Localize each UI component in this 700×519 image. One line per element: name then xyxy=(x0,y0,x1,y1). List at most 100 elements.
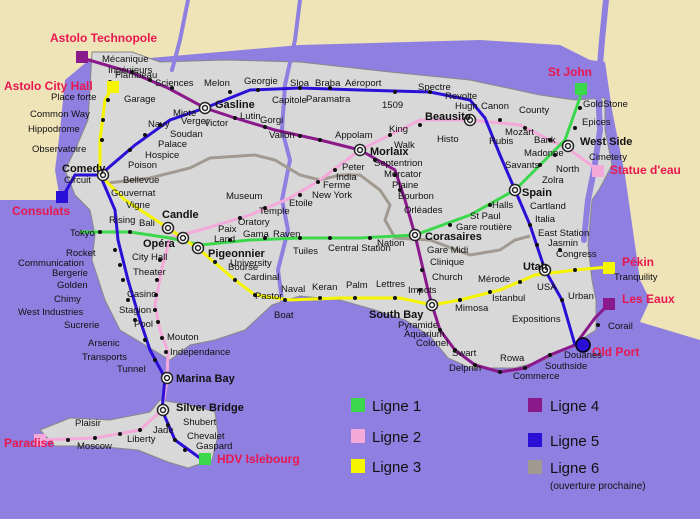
station-label: Ingénieurs xyxy=(108,65,153,76)
station-label: Melon xyxy=(204,78,230,89)
station-label: Tuiles xyxy=(293,246,318,257)
station-corasaires: Corasaires xyxy=(425,231,482,243)
terminus-consulats: Consulats xyxy=(12,204,70,218)
land-beige-north xyxy=(0,0,700,340)
station-label: Swart xyxy=(452,348,477,359)
legend-label-line5: Ligne 5 xyxy=(550,433,599,450)
station-label: Histo xyxy=(437,134,459,145)
station-label: Gorgi xyxy=(260,115,283,126)
station-label: Tranquility xyxy=(614,272,658,283)
legend-label-line3: Ligne 3 xyxy=(372,459,421,476)
station-label: Hippodrome xyxy=(28,124,80,135)
station-label: Sloa xyxy=(290,78,310,89)
interchange-labels: Gasline Morlaix Beausite West Side Comed… xyxy=(62,99,632,414)
old-port-marker xyxy=(575,337,591,353)
station-label: Sucrerie xyxy=(64,320,99,331)
station-label: Ferme xyxy=(323,180,350,191)
station-label: Expositions xyxy=(512,314,561,325)
station-label: Chevalet xyxy=(187,431,225,442)
station-label: New York xyxy=(312,190,352,201)
terminus-marker-pekin xyxy=(603,262,615,274)
station-gasline: Gasline xyxy=(215,99,255,111)
legend-swatch-line2 xyxy=(351,429,365,443)
station-label: Vigne xyxy=(126,200,150,211)
terminus-les-eaux: Les Eaux xyxy=(622,292,675,306)
station-label: Gaspard xyxy=(196,441,232,452)
station-label: Mercator xyxy=(384,169,421,180)
station-label: Place forte xyxy=(51,92,96,103)
station-pigeonnier: Pigeonnier xyxy=(208,248,266,260)
station-label: Bali xyxy=(139,218,155,229)
station-labels: Mécanique Ingénieurs Flambeau Sciences M… xyxy=(18,54,658,452)
station-label: Church xyxy=(432,272,463,283)
legend-swatch-line5 xyxy=(528,433,542,447)
terminus-marker-hdv-islebourg xyxy=(199,453,211,465)
station-label: GoldStone xyxy=(583,99,628,110)
station-label: Madonne xyxy=(524,148,564,159)
legend-swatch-line3 xyxy=(351,459,365,473)
station-label: Aéroport xyxy=(345,78,382,89)
station-label: Pool xyxy=(134,319,153,330)
terminus-labels: Astolo Technopole Astolo City Hall Consu… xyxy=(4,31,681,466)
station-label: Moscow xyxy=(77,441,112,452)
station-label: Cardinal xyxy=(244,272,279,283)
station-label: Canon xyxy=(481,101,509,112)
station-label: University xyxy=(230,258,272,269)
station-label: West Industries xyxy=(18,307,84,318)
line-4 xyxy=(81,56,610,374)
station-label: Lettres xyxy=(376,279,405,290)
station-label: Delpnin xyxy=(449,363,481,374)
river-central xyxy=(275,0,302,302)
station-label: Braba xyxy=(315,78,341,89)
legend-swatch-line1 xyxy=(351,398,365,412)
station-label: Rubis xyxy=(489,136,514,147)
station-label: Communication xyxy=(18,258,84,269)
terminus-marker-astolo-technopole xyxy=(76,51,88,63)
station-label: Septentrion xyxy=(374,158,423,169)
station-south-bay: South Bay xyxy=(369,309,424,321)
station-label: Urban xyxy=(568,291,594,302)
interchange-markers xyxy=(96,101,575,417)
line-6 xyxy=(107,153,531,257)
terminus-old-port: Old Port xyxy=(592,345,639,359)
station-label: Miote xyxy=(173,108,196,119)
station-label: Stagion xyxy=(119,305,151,316)
station-label: Istanbul xyxy=(492,293,525,304)
station-label: Nation xyxy=(377,238,404,249)
station-label: Palace xyxy=(158,139,187,150)
station-morlaix: Morlaix xyxy=(370,146,409,158)
station-label: Bellevue xyxy=(123,175,159,186)
station-label: Plaine xyxy=(392,180,418,191)
terminus-marker-paradise xyxy=(34,434,46,446)
legend-label-line4: Ligne 4 xyxy=(550,398,599,415)
legend-label-line2: Ligne 2 xyxy=(372,429,421,446)
station-label: Theater xyxy=(133,267,166,278)
station-label: Jade xyxy=(153,425,174,436)
station-label: Paramatra xyxy=(306,94,351,105)
land-grey-main xyxy=(64,51,613,369)
station-label: Naval xyxy=(281,284,305,295)
station-label: King xyxy=(389,124,408,135)
station-label: Impots xyxy=(408,285,437,296)
station-label: Boat xyxy=(274,310,294,321)
terminus-st-john: St John xyxy=(548,65,592,79)
station-label: Douanes xyxy=(564,350,602,361)
station-label: Victor xyxy=(204,118,228,129)
station-opera: Opéra xyxy=(143,238,176,250)
station-label: Spectre xyxy=(418,82,451,93)
station-label: Bergerie xyxy=(52,268,88,279)
station-label: Gare routière xyxy=(456,222,512,233)
station-label: Rowa xyxy=(500,353,525,364)
station-label: Pyramide xyxy=(398,320,438,331)
station-label: Common Way xyxy=(30,109,90,120)
station-label: Colonel xyxy=(416,338,448,349)
station-label: Raven xyxy=(273,229,300,240)
station-label: Corail xyxy=(608,321,633,332)
station-label: Bank xyxy=(534,135,556,146)
station-label: Lutin xyxy=(240,111,261,122)
station-label: Halls xyxy=(492,200,513,211)
station-spain: Spain xyxy=(522,187,552,199)
terminus-hdv-islebourg: HDV Islebourg xyxy=(217,452,300,466)
station-label: Independance xyxy=(170,347,230,358)
